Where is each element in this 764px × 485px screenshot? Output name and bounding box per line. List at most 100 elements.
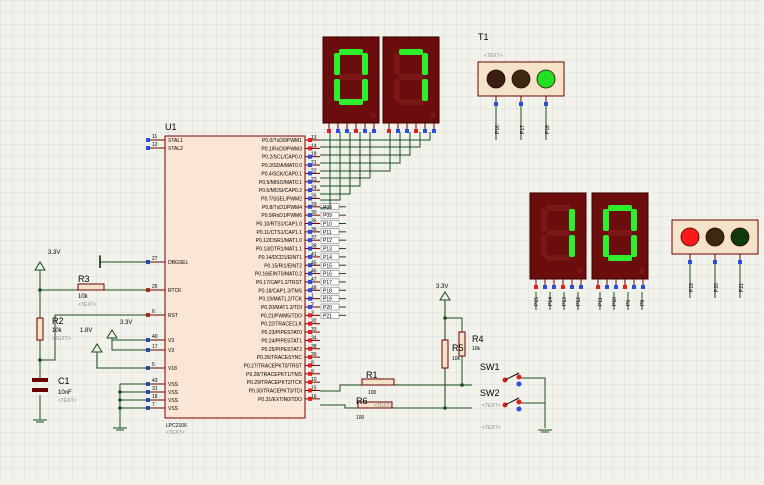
mcu-left-pin-number: 12: [152, 142, 158, 148]
display-pin-state: [614, 285, 618, 289]
mcu-right-pin-number: 45: [311, 260, 317, 266]
mcu-right-pin-name: P0.25/PIPESTAT2: [261, 347, 302, 353]
display-pin-state: [372, 129, 376, 133]
resistor-r3: [77, 283, 105, 291]
segment-g: [399, 74, 423, 80]
mcu-right-pin-name: P0.22/TRACECLK: [261, 322, 303, 328]
display-pin-state: [327, 129, 331, 133]
port-tag-label: P12: [323, 238, 332, 244]
segment-f: [334, 53, 340, 75]
switch-sw2-contact-b: [516, 399, 522, 405]
capacitor-c1-plate-bottom: [32, 388, 48, 392]
mcu-right-pin-name: P0.28/TRACEPKT1/TMS: [246, 372, 303, 378]
traffic-pin-label: P18: [545, 125, 551, 134]
mcu-right-pin-number: 25: [311, 193, 317, 199]
microcontroller-u1[interactable]: U1 LPC2106 <TEXT> 11XTAL112XTAL227DBGSEL…: [146, 122, 346, 436]
mcu-right-pin-number: 36: [311, 227, 317, 233]
mcu-right-pin-state: [308, 355, 312, 360]
port-tag-label: P10: [323, 222, 332, 228]
segment-b: [422, 53, 428, 75]
mcu-right-pin-number: 35: [311, 219, 317, 225]
traffic-lamp: [486, 69, 506, 89]
mcu-right-pin-state: [308, 154, 312, 159]
resistor-r5: [441, 339, 449, 369]
traffic-lamp: [730, 227, 750, 247]
mcu-right-pin-state: [308, 305, 312, 309]
mcu-right-pin-state: [308, 171, 312, 176]
segment-bus-wires: [320, 132, 431, 209]
mcu-right-pin-number: 22: [311, 168, 317, 174]
mcu-part: LPC2106: [166, 423, 187, 429]
junction-dot: [443, 316, 447, 320]
mcu-left-pin-name: DBGSEL: [168, 260, 189, 266]
mcu-right-pin-state: [308, 188, 312, 193]
mcu-right-pin-number: 24: [311, 185, 317, 191]
mcu-left-pin-state: [146, 138, 150, 142]
mcu-right-pin-state: [308, 346, 312, 351]
mcu-right-pin-number: 29: [311, 202, 317, 208]
mcu-right-pin-number: 32: [311, 319, 317, 325]
mcu-left-pin-name: XTAL1: [168, 138, 183, 144]
mcu-left-pin-number: 26: [152, 284, 158, 290]
display-bottom-digit-2: [591, 192, 649, 289]
mcu-left-pin-name: VSS: [168, 398, 179, 404]
segment-b: [569, 209, 575, 231]
mcu-right-pin-state: [308, 371, 312, 376]
segment-a: [339, 49, 363, 55]
segment-f: [394, 53, 400, 75]
power-arrow-33v-left: [34, 261, 46, 271]
mcu-right-pin-name: P0.26/TRACESYNC: [257, 355, 303, 361]
segment-b: [362, 53, 368, 75]
junction-dot: [118, 390, 122, 394]
mcu-right-pin-number: 47: [311, 277, 317, 283]
mcu-right-pin-number: 3: [311, 310, 314, 316]
display-pin-state: [423, 129, 427, 133]
display-pin-state: [405, 129, 409, 133]
mcu-left-pin-number: 6: [152, 309, 155, 315]
mcu-right-pin-name: P0.31/EXTIN0/TDO: [258, 397, 302, 403]
capacitor-c1-plate-top: [32, 378, 48, 382]
display-pin-state: [345, 129, 349, 133]
mcu-right-pin-state: [308, 271, 312, 276]
mcu-right-pin-name: P0.12/DSR1/MAT1.0: [256, 238, 303, 244]
mcu-right-pin-name: P0.30/TRACEPKT3/TDI: [249, 389, 302, 395]
mcu-right-pin-state: [308, 296, 312, 301]
power-arrow-18v: [91, 343, 103, 353]
mcu-left-pin-state: [146, 146, 150, 150]
port-tag-label: P17: [323, 280, 332, 286]
traffic-lamp: [680, 227, 700, 247]
mcu-left-pin-name: VSS: [168, 382, 179, 388]
mcu-right-pin-name: P0.29/TRACEPKT2/TCK: [247, 380, 303, 386]
mcu-right-pin-number: 30: [311, 210, 317, 216]
mcu-right-pin-number: 10: [311, 377, 317, 383]
mcu-right-pin-name: P0.4/SCK/CAP0.1: [261, 171, 302, 177]
mcu-left-pin-number: 31: [152, 386, 158, 392]
mcu-right-pin-number: 21: [311, 160, 317, 166]
display-pin-state: [579, 285, 583, 289]
port-tag-label: P14: [323, 255, 332, 261]
mcu-right-pin-state: [308, 363, 312, 368]
port-tag-label: P18: [323, 288, 332, 294]
mcu-right-pin-number: 2: [311, 302, 314, 308]
port-tag-label: P11: [323, 230, 332, 236]
mcu-right-pin-name: P0.15/RI1/EINT2: [264, 263, 302, 269]
mcu-right-pin-state: [308, 238, 312, 243]
segment-e: [394, 79, 400, 101]
mcu-right-pin-state: [308, 254, 312, 259]
mcu-right-pin-state: [308, 196, 312, 201]
mcu-left-pin-number: 43: [152, 378, 158, 384]
mcu-right-pin-number: 9: [311, 369, 314, 375]
traffic-pin-label: P20: [714, 283, 720, 292]
mcu-left-pin-name: VSS: [168, 406, 179, 412]
mcu-right-pin-name: P0.8/TxD1/PWM4: [262, 205, 302, 211]
port-tag-label: P09: [323, 213, 332, 219]
port-tag-label: P21: [323, 313, 332, 319]
traffic-pin-state: [713, 260, 717, 264]
power-arrow-33v-mid: [106, 329, 118, 339]
segment-g: [546, 230, 570, 236]
segment-g: [339, 74, 363, 80]
display-pin-state: [336, 129, 340, 133]
display-top-digit-2: [382, 36, 440, 133]
mcu-right-pin-name: P0.3/SDA/MAT0.0: [262, 163, 303, 169]
